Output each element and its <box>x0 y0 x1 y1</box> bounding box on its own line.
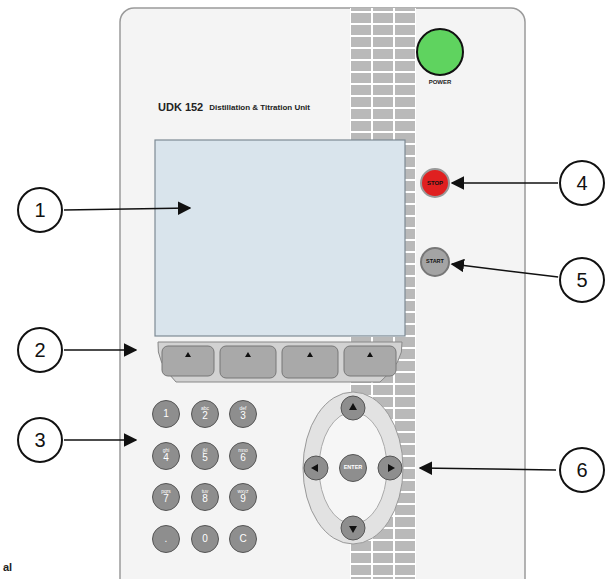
keypad-key: 0 <box>191 525 219 553</box>
keypad-key: . <box>152 525 180 553</box>
keypad-key: tuv8 <box>191 483 219 511</box>
key-label: 9 <box>240 494 246 505</box>
keypad-key: jkl5 <box>191 442 219 470</box>
key-label: 4 <box>163 453 169 464</box>
callout-number: 4 <box>576 173 587 194</box>
key-label: 6 <box>240 453 246 464</box>
panel-housing <box>120 8 525 579</box>
key-label: 5 <box>202 453 208 464</box>
page-fragment: al <box>3 561 12 573</box>
callout-number: 6 <box>559 447 605 493</box>
leader-arrow <box>452 264 558 277</box>
stop-button: STOP <box>420 168 450 198</box>
keypad-key: 1 <box>152 400 180 428</box>
keypad-key: abc2 <box>191 400 219 428</box>
keypad-key: C <box>229 525 257 553</box>
key-label: 1 <box>163 409 169 420</box>
keypad-key: def3 <box>229 400 257 428</box>
key-label: 0 <box>202 534 208 545</box>
key-label: STOP <box>427 180 443 186</box>
callout-number: 2 <box>34 340 45 361</box>
model-name: UDK 152 <box>158 101 203 113</box>
navigation-pad <box>303 392 403 544</box>
key-label: 8 <box>202 494 208 505</box>
enter-key: ENTER <box>339 454 367 482</box>
callout-number: 4 <box>559 160 605 206</box>
keypad-key: wxyz9 <box>229 483 257 511</box>
callout-number: 2 <box>17 327 63 373</box>
key-label: 3 <box>240 411 246 422</box>
keypad-key: mno6 <box>229 442 257 470</box>
callout-number: 3 <box>17 417 63 463</box>
callout-number: 3 <box>34 430 45 451</box>
power-lamp <box>416 28 464 76</box>
keypad-key: ghi4 <box>152 442 180 470</box>
model-subtitle: Distillation & Titration Unit <box>209 103 310 112</box>
key-label: C <box>239 534 246 545</box>
display-screen <box>155 140 405 336</box>
key-label: START <box>426 259 444 265</box>
key-label: 7 <box>163 494 169 505</box>
softkeys <box>162 346 396 378</box>
power-label: POWER <box>429 79 452 85</box>
callout-number: 5 <box>576 270 587 291</box>
key-label: 2 <box>202 411 208 422</box>
callout-number: 6 <box>576 460 587 481</box>
keypad-key: pqrs7 <box>152 483 180 511</box>
leader-arrow <box>452 182 558 184</box>
callout-number: 1 <box>17 187 63 233</box>
power-button: POWER <box>414 28 466 85</box>
callout-number: 1 <box>34 200 45 221</box>
leader-arrows <box>64 208 556 470</box>
softkey-bar <box>158 342 402 382</box>
key-label: . <box>165 534 168 545</box>
start-button: START <box>420 247 450 277</box>
key-label: ENTER <box>344 465 363 471</box>
callout-number: 5 <box>559 257 605 303</box>
